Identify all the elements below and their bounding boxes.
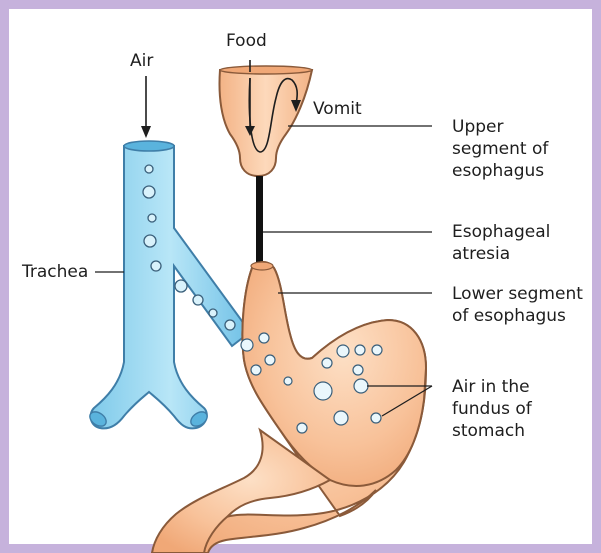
label-air-in-fundus: Air in the fundus of stomach <box>452 376 532 442</box>
label-upper-segment: Upper segment of esophagus <box>452 116 548 182</box>
upper-esophagus-pouch <box>219 66 312 176</box>
label-trachea: Trachea <box>22 261 88 283</box>
label-vomit: Vomit <box>313 98 362 120</box>
trachea-shape <box>87 141 250 429</box>
air-arrow <box>141 76 151 138</box>
label-air: Air <box>130 50 153 72</box>
label-lower-segment: Lower segment of esophagus <box>452 283 583 327</box>
label-esophageal-atresia: Esophageal atresia <box>452 221 550 265</box>
label-food: Food <box>226 30 267 52</box>
atresia-cord <box>256 176 263 262</box>
